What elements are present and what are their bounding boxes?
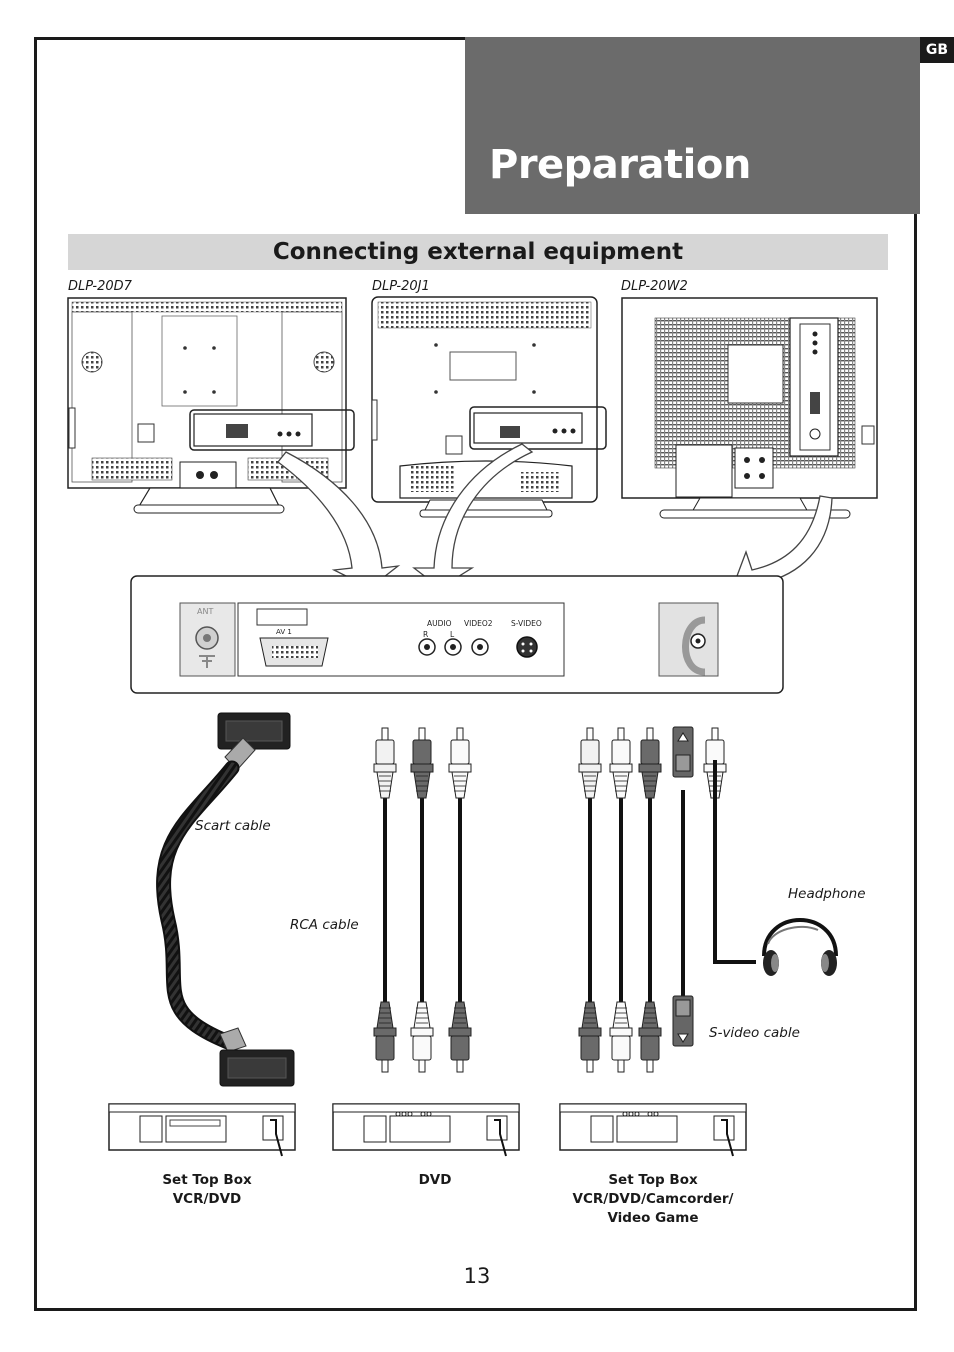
title-band xyxy=(465,37,920,214)
svideo-label: S-VIDEO xyxy=(511,619,542,628)
tv-dlp-20w2 xyxy=(621,297,878,519)
model-label-3: DLP-20W2 xyxy=(621,279,688,294)
audio-l-label: L xyxy=(450,630,455,639)
tv-dlp-20j1 xyxy=(371,296,607,518)
scart-cable xyxy=(156,712,295,1087)
device-label-line: Set Top Box xyxy=(608,1172,698,1188)
model-label-2: DLP-20J1 xyxy=(372,279,430,294)
language-tab: GB xyxy=(920,37,954,63)
video2-label: VIDEO2 xyxy=(464,619,493,628)
device-label-line: Video Game xyxy=(607,1210,699,1226)
av-svideo-cables xyxy=(578,726,727,1073)
headphone-icon xyxy=(713,760,838,976)
section-header: Connecting external equipment xyxy=(68,234,888,270)
connector-panel xyxy=(130,575,784,694)
device-set-top-box-2 xyxy=(559,1103,747,1157)
rca-plug xyxy=(578,727,602,799)
device-label-dvd: DVD xyxy=(335,1171,535,1190)
svideo-plug xyxy=(672,995,694,1047)
rca-plug xyxy=(448,1001,472,1073)
ant-label: ANT xyxy=(197,607,213,616)
device-label-set-top-box-2: Set Top Box VCR/DVD/Camcorder/ Video Gam… xyxy=(553,1171,753,1228)
device-label-line: VCR/DVD/Camcorder/ xyxy=(572,1191,734,1207)
rca-plug xyxy=(373,1001,397,1073)
device-set-top-box xyxy=(108,1103,296,1157)
rca-cable-label: RCA cable xyxy=(290,917,359,933)
rca-plug xyxy=(638,1001,662,1073)
audio-r-label: R xyxy=(423,630,428,639)
rca-plug xyxy=(578,1001,602,1073)
scart-cable-label: Scart cable xyxy=(195,818,271,834)
rca-plug xyxy=(410,727,434,799)
section-title: Connecting external equipment xyxy=(272,239,684,265)
svideo-plug xyxy=(672,726,694,778)
device-dvd xyxy=(332,1103,520,1157)
rca-plug xyxy=(410,1001,434,1073)
rca-plug xyxy=(609,727,633,799)
page-number: 13 xyxy=(463,1264,491,1288)
rca-plug xyxy=(638,727,662,799)
device-label-line: Set Top Box xyxy=(162,1172,252,1188)
device-label-set-top-box: Set Top Box VCR/DVD xyxy=(107,1171,307,1209)
tv-dlp-20d7 xyxy=(67,297,355,514)
svideo-cable-label: S-video cable xyxy=(709,1025,800,1041)
model-label-1: DLP-20D7 xyxy=(68,279,132,294)
rca-plug xyxy=(448,727,472,799)
av1-label: AV 1 xyxy=(276,628,292,636)
page-title: Preparation xyxy=(489,142,751,188)
rca-plug xyxy=(609,1001,633,1073)
headphone-label: Headphone xyxy=(788,886,866,902)
rca-plug xyxy=(373,727,397,799)
arrows xyxy=(277,443,833,602)
device-label-line: VCR/DVD xyxy=(172,1191,242,1207)
device-label-line: DVD xyxy=(418,1172,452,1188)
audio-label: AUDIO xyxy=(427,619,452,628)
rca-cable xyxy=(373,727,472,1073)
